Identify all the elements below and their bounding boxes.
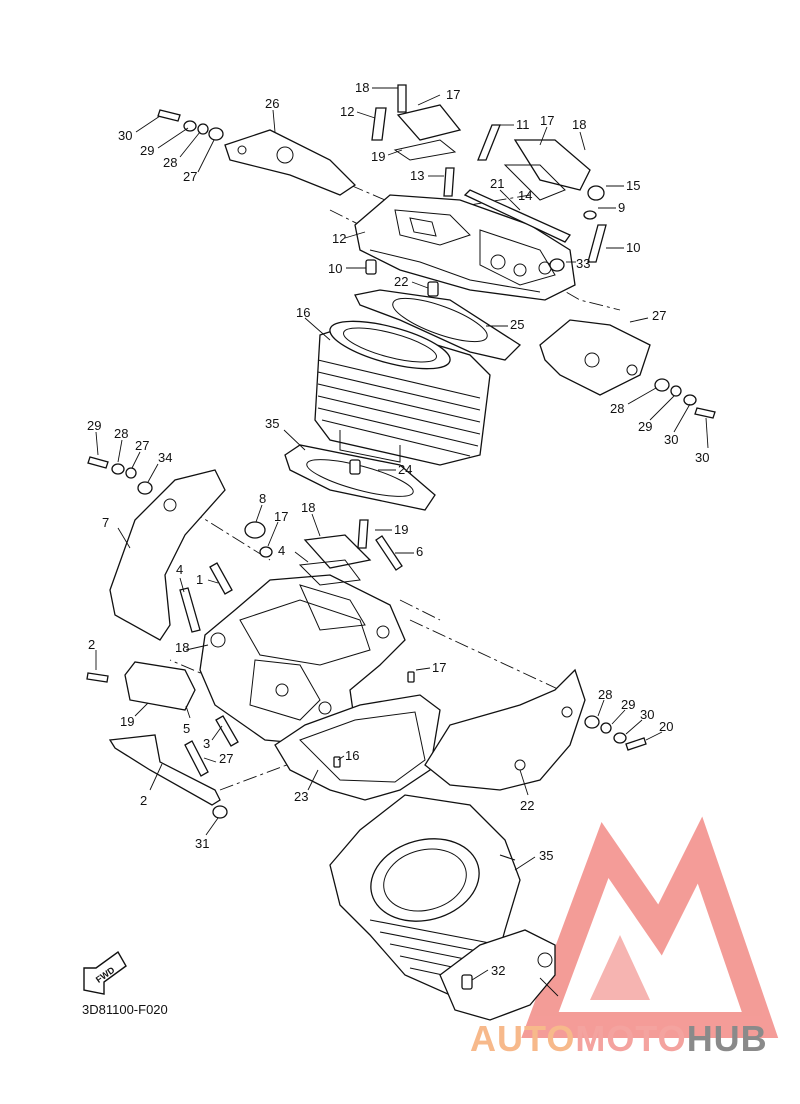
callout-label: 27 (652, 308, 666, 323)
rocker-arm-rear (463, 189, 571, 243)
callout-label: 30 (640, 707, 654, 722)
callout-label: 18 (175, 640, 189, 655)
callout-label: 21 (490, 176, 504, 191)
callout-label: 10 (328, 261, 342, 276)
callout-label: 6 (416, 544, 423, 559)
callout-label: 11 (516, 117, 530, 132)
callout-label: 30 (118, 128, 132, 143)
callout-label: 3 (203, 736, 210, 751)
callout-label: 22 (394, 274, 408, 289)
callout-label: 14 (518, 188, 532, 203)
callout-label: 27 (135, 438, 149, 453)
callout-label: 17 (540, 113, 554, 128)
callout-label: 19 (371, 149, 385, 164)
callout-label: 4 (176, 562, 183, 577)
front-cylinder-head (199, 574, 406, 746)
callout-label: 17 (446, 87, 460, 102)
front-side-cover-right (424, 668, 586, 791)
callout-label: 24 (398, 462, 412, 477)
washers (111, 120, 697, 819)
valve-cover-top-right (503, 139, 591, 201)
valve-cover-top-left (393, 104, 462, 161)
watermark-text: AUTOMOTOHUB (470, 1018, 768, 1060)
callout-label: 27 (219, 751, 233, 766)
callout-label: 2 (140, 793, 147, 808)
callout-label: 25 (510, 317, 524, 332)
callout-label: 10 (626, 240, 640, 255)
rocker-arm-front (108, 734, 221, 806)
head-gasket-rear (354, 289, 522, 361)
callout-label: 12 (340, 104, 354, 119)
callout-label: 9 (618, 200, 625, 215)
callout-label: 29 (621, 697, 635, 712)
callout-label: 34 (158, 450, 172, 465)
callout-label: 30 (664, 432, 678, 447)
watermark-part-2: MOTO (575, 1018, 687, 1059)
callout-label: 8 (259, 491, 266, 506)
callout-label: 18 (572, 117, 586, 132)
rear-side-cover-right (539, 319, 651, 396)
callout-label: 32 (491, 963, 505, 978)
callout-label: 29 (140, 143, 154, 158)
callout-label: 28 (114, 426, 128, 441)
callout-label: 7 (102, 515, 109, 530)
callout-label: 35 (539, 848, 553, 863)
dowel-pins (333, 259, 473, 990)
callout-label: 1 (196, 572, 203, 587)
callout-label: 29 (638, 419, 652, 434)
callout-label: 12 (332, 231, 346, 246)
rear-side-cover-left (224, 129, 357, 196)
fwd-arrow-icon: FWD (83, 950, 127, 995)
cylinder-base-gasket-front (439, 929, 556, 1021)
callout-label: 13 (410, 168, 424, 183)
rear-cylinder (314, 320, 491, 466)
front-side-cover-left (109, 469, 226, 641)
callout-label: 17 (432, 660, 446, 675)
watermark-logo-icon (521, 816, 779, 1038)
callout-label: 16 (345, 748, 359, 763)
callout-label: 27 (183, 169, 197, 184)
valve-cover-front-upper (298, 534, 372, 586)
bolts (86, 84, 716, 777)
diagram-code: 3D81100-F020 (82, 1002, 168, 1017)
rear-cylinder-head (354, 194, 576, 301)
callout-label: 5 (183, 721, 190, 736)
callout-label: 31 (195, 836, 209, 851)
callout-label: 17 (274, 509, 288, 524)
valve-cover-front-side (124, 661, 196, 711)
callout-label: 30 (695, 450, 709, 465)
callout-label: 18 (355, 80, 369, 95)
watermark-part-3: HUB (686, 1018, 768, 1059)
callout-label: 15 (626, 178, 640, 193)
callout-label: 18 (301, 500, 315, 515)
callout-label: 19 (120, 714, 134, 729)
callout-label: 28 (610, 401, 624, 416)
callout-label: 19 (394, 522, 408, 537)
callout-label: 29 (87, 418, 101, 433)
callout-label: 22 (520, 798, 534, 813)
callout-label: 23 (294, 789, 308, 804)
watermark-part-1: AUTO (470, 1018, 576, 1059)
callout-label: 35 (265, 416, 279, 431)
cylinder-base-gasket-rear (284, 444, 436, 511)
callout-label: 2 (88, 637, 95, 652)
callout-label: 4 (278, 543, 285, 558)
callout-label: 20 (659, 719, 673, 734)
front-cylinder (329, 794, 521, 996)
callout-label: 28 (163, 155, 177, 170)
callouts: 18 17 12 26 30 29 28 27 19 11 17 18 13 2… (87, 80, 709, 997)
callout-label: 28 (598, 687, 612, 702)
callout-label: 16 (296, 305, 310, 320)
callout-label: 26 (265, 96, 279, 111)
callout-label: 33 (576, 256, 590, 271)
